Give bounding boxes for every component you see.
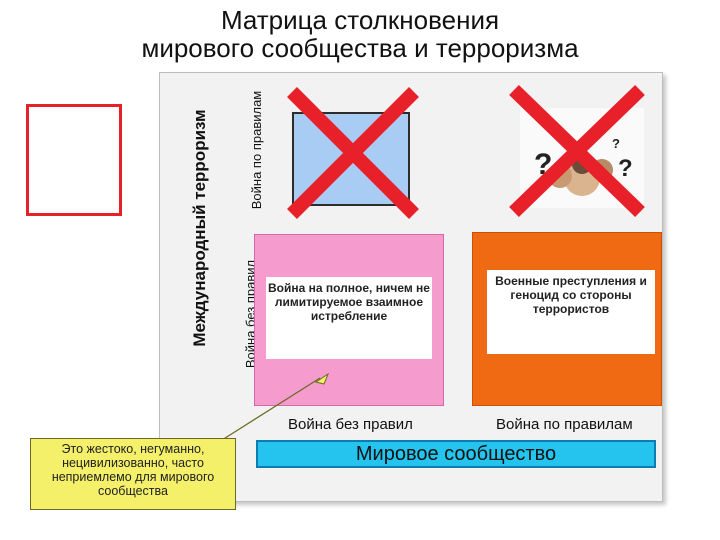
horizontal-axis-label: Мировое сообщество: [256, 440, 656, 468]
svg-text:?: ?: [612, 136, 620, 151]
red-cross-icon: [509, 84, 645, 218]
red-square-shape: [26, 104, 122, 216]
callout-box: Это жестоко, негуманно, нецивилизованно,…: [30, 438, 236, 510]
red-cross-icon: [287, 87, 419, 219]
svg-text:?: ?: [618, 155, 633, 182]
column-label-without-rules: Война без правил: [288, 416, 413, 433]
cell-bottom-right-text: Военные преступления и геноцид со сторон…: [487, 270, 655, 354]
cell-bottom-left-text: Война на полное, ничем не лимитируемое в…: [266, 277, 432, 359]
title-line-2: мирового сообщества и терроризма: [141, 33, 579, 63]
title-line-1: Матрица столкновения: [220, 5, 500, 35]
page-title: Матрица столкновения мирового сообщества…: [0, 6, 720, 62]
column-label-with-rules: Война по правилам: [496, 416, 633, 433]
